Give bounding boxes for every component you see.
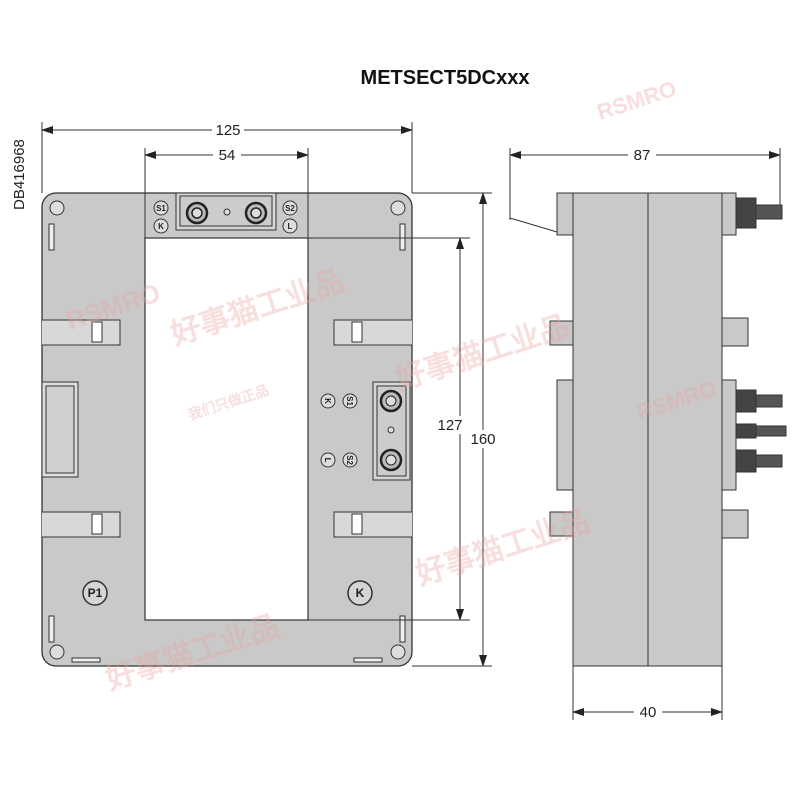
top-terminal-block bbox=[175, 192, 277, 231]
mounting-hole bbox=[49, 644, 65, 660]
label-l: L bbox=[288, 222, 293, 231]
label-k-large: K bbox=[356, 586, 365, 600]
dim-overall-width: 125 bbox=[215, 122, 240, 139]
label-s2: S2 bbox=[285, 204, 295, 213]
dim-window-height: 127 bbox=[437, 417, 462, 434]
side-view bbox=[509, 192, 787, 667]
svg-text:好事猫工业品: 好事猫工业品 bbox=[391, 310, 573, 397]
mounting-hole bbox=[390, 644, 406, 660]
svg-text:RSMRO: RSMRO bbox=[594, 76, 680, 125]
mounting-hole bbox=[49, 200, 65, 216]
side-terminal-block bbox=[372, 381, 411, 481]
side-label-s2: S2 bbox=[345, 455, 354, 465]
dim-window-width: 54 bbox=[219, 147, 236, 164]
front-view: S1 K S2 L K S1 L S2 P1 K bbox=[41, 192, 413, 667]
drawing-title: METSECT5DCxxx bbox=[360, 67, 530, 89]
dim-body-depth: 40 bbox=[640, 704, 657, 721]
svg-text:好事猫工业品: 好事猫工业品 bbox=[411, 505, 593, 592]
label-k: K bbox=[158, 222, 164, 231]
label-p1: P1 bbox=[88, 586, 103, 600]
dim-overall-height: 160 bbox=[470, 431, 495, 448]
side-label-l: L bbox=[323, 458, 332, 463]
mounting-hole bbox=[390, 200, 406, 216]
dim-side-depth: 87 bbox=[634, 147, 651, 164]
label-s1: S1 bbox=[156, 204, 166, 213]
ct-window bbox=[144, 237, 309, 621]
side-label-k: K bbox=[323, 398, 332, 404]
side-label-s1: S1 bbox=[345, 396, 354, 406]
drawing-id: DB416968 bbox=[11, 139, 28, 210]
